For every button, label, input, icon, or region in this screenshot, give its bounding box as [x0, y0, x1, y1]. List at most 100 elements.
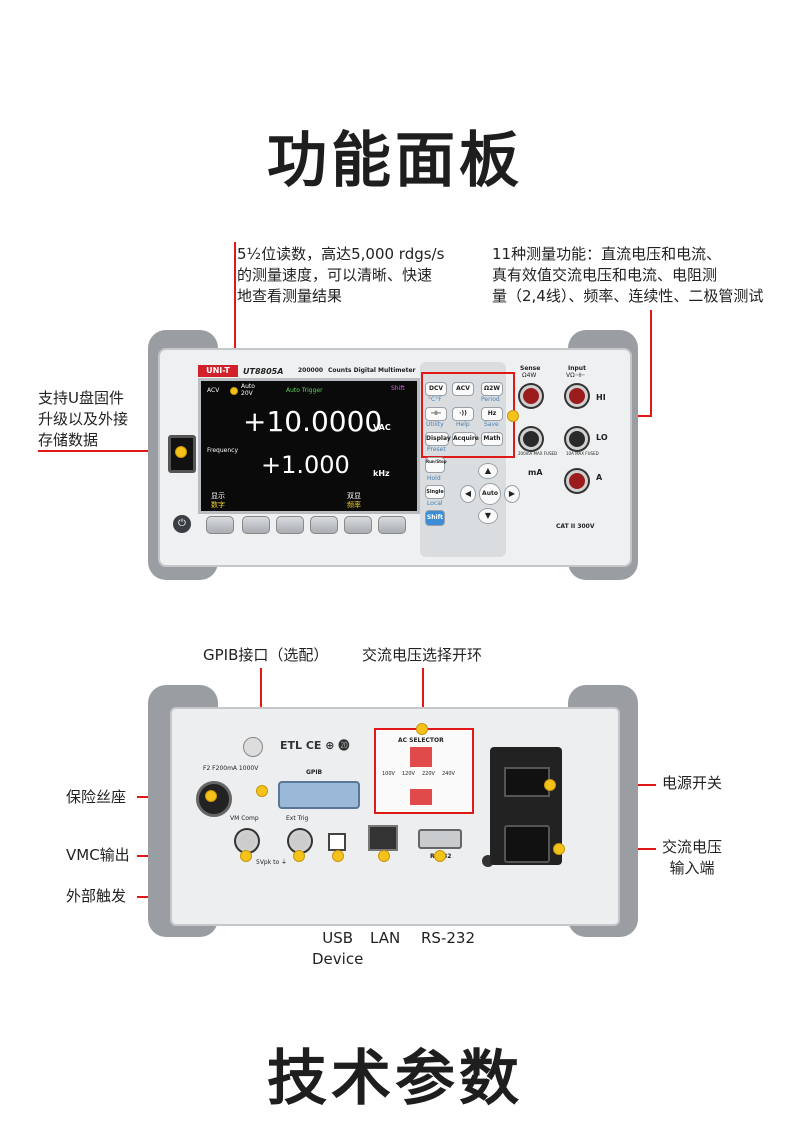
lo-label: LO: [596, 433, 608, 442]
annotation-line: 5½位读数，高达5,000 rdgs/s: [237, 245, 445, 263]
ext-trig-bnc[interactable]: [289, 830, 311, 852]
softkey-6[interactable]: [378, 516, 406, 534]
hi-label: HI: [596, 393, 606, 402]
softkey-3[interactable]: [276, 516, 304, 534]
acquire-key[interactable]: Acquire: [452, 432, 479, 446]
annotation-usb: 支持U盘固件 升级以及外接 存储数据: [38, 388, 128, 451]
softkey-2[interactable]: [242, 516, 270, 534]
annotation-rs232: RS-232: [421, 929, 475, 947]
run-stop-key[interactable]: Run/Stop: [425, 457, 447, 473]
input-lo-jack[interactable]: [566, 428, 588, 450]
fuse-rating-label: F2 F200mA 1000V: [203, 765, 259, 772]
annotation-line: USB: [322, 929, 354, 947]
annotation-ac-input: 交流电压 输入端: [662, 837, 722, 879]
display-key[interactable]: Display: [425, 432, 451, 446]
softkey-label-4: 频率: [347, 501, 361, 509]
period-sub-label: Period: [481, 396, 500, 403]
gpib-connector[interactable]: [278, 781, 360, 809]
vm-comp-bnc[interactable]: [236, 830, 258, 852]
local-label: Local: [427, 500, 443, 507]
ac-switch-1[interactable]: [410, 747, 432, 767]
marker-lan: [378, 850, 390, 862]
softkey-label-1: 显示: [211, 492, 225, 500]
hold-label: Hold: [427, 475, 441, 482]
capacitance-key[interactable]: ⊣⊢: [425, 407, 447, 421]
annotation-line: 真有效值交流电压和电流、电阻测: [492, 266, 718, 284]
nav-down-key[interactable]: ▼: [478, 508, 498, 524]
vm-comp-label: VM Comp: [230, 815, 259, 822]
continuity-key[interactable]: ·)): [452, 407, 474, 421]
annotation-usb-device: USB Device: [312, 928, 363, 970]
cert-marks: ETL CE ⊕ ⓴: [280, 739, 350, 752]
marker-ac-input: [553, 843, 565, 855]
gpib-label: GPIB: [306, 769, 323, 776]
softkey-label-2: 数字: [211, 501, 225, 509]
usb-device-port[interactable]: [328, 833, 346, 851]
annotation-lan: LAN: [370, 929, 401, 947]
annotation-line: 存储数据: [38, 431, 99, 449]
marker-rs232: [434, 850, 446, 862]
voltage-100: 100V: [382, 771, 395, 777]
annotation-display: 5½位读数，高达5,000 rdgs/s 的测量速度，可以清晰、快速 地查看测量…: [237, 244, 444, 307]
marker-fuse: [205, 790, 217, 802]
softkey-4[interactable]: [310, 516, 338, 534]
primary-unit: VAC: [373, 423, 391, 432]
annotation-line: 量（2,4线）、频率、连续性、二极管测试: [492, 287, 764, 305]
section-title-specs: 技术参数: [267, 1044, 523, 1114]
leader-line-ac-selector: [422, 668, 424, 728]
softkey-label-3: 双显: [347, 492, 361, 500]
ohm-2w-key[interactable]: Ω2W: [481, 382, 503, 396]
rs232-port[interactable]: [418, 829, 462, 849]
power-switch[interactable]: [504, 767, 550, 797]
a-fuse-label: 10A MAX FUSED: [566, 451, 599, 456]
sense-lo-jack[interactable]: [520, 428, 542, 450]
marker-functions: [507, 410, 519, 422]
secondary-reading: +1.000: [261, 451, 350, 479]
annotation-fuse: 保险丝座: [66, 788, 127, 806]
product-name: Counts Digital Multimeter: [328, 367, 416, 374]
preset-sub-label: Preset: [427, 446, 446, 453]
ac-switch-2[interactable]: [410, 789, 432, 805]
save-sub-label: Save: [484, 421, 499, 428]
annotation-line: 输入端: [669, 859, 715, 877]
model-label: UT8805A: [243, 367, 284, 376]
annotation-trigger: 外部触发: [66, 887, 127, 905]
softkey-1[interactable]: [206, 516, 234, 534]
help-sub-label: Help: [456, 421, 470, 428]
marker-usb-device: [332, 850, 344, 862]
softkey-5[interactable]: [344, 516, 372, 534]
dcv-key[interactable]: DCV: [425, 382, 447, 396]
marker-ac-selector: [416, 723, 428, 735]
kensington-lock: [243, 737, 263, 757]
marker-usb: [175, 446, 187, 458]
screen-range-value: 20V: [241, 390, 253, 397]
voltage-120: 120V: [402, 771, 415, 777]
nav-right-key[interactable]: ▶: [504, 485, 520, 503]
leader-line-display: [234, 242, 236, 392]
lan-port[interactable]: [368, 825, 398, 851]
brand-logo: UNI-T: [198, 365, 238, 377]
rear-panel: ETL CE ⊕ ⓴ F2 F200mA 1000V GPIB VM Comp …: [148, 685, 638, 937]
a-jack[interactable]: [566, 470, 588, 492]
sense-label: Sense: [520, 365, 541, 372]
annotation-gpib: GPIB接口（选配）: [203, 646, 329, 664]
marker-display: [230, 387, 238, 395]
sense-hi-jack[interactable]: [520, 385, 542, 407]
input-hi-jack[interactable]: [566, 385, 588, 407]
shift-key[interactable]: Shift: [425, 510, 445, 526]
screen-shift: Shift: [391, 385, 405, 392]
ac-inlet[interactable]: [504, 825, 550, 863]
nav-auto-key[interactable]: Auto: [479, 483, 501, 505]
nav-up-key[interactable]: ▲: [478, 463, 498, 479]
hz-key[interactable]: Hz: [481, 407, 503, 421]
front-panel: UNI-T UT8805A 200000 Counts Digital Mult…: [148, 330, 638, 580]
math-key[interactable]: Math: [481, 432, 503, 446]
annotation-line: 地查看测量结果: [237, 287, 343, 305]
acv-key[interactable]: ACV: [452, 382, 474, 396]
annotation-line: 交流电压: [662, 838, 723, 856]
vpk-label: 5Vpk to ⏚: [256, 859, 288, 866]
nav-left-key[interactable]: ◀: [460, 485, 476, 503]
single-key[interactable]: Single: [425, 485, 445, 499]
leader-line-usb: [38, 450, 180, 452]
power-button[interactable]: ⏻: [173, 515, 191, 533]
